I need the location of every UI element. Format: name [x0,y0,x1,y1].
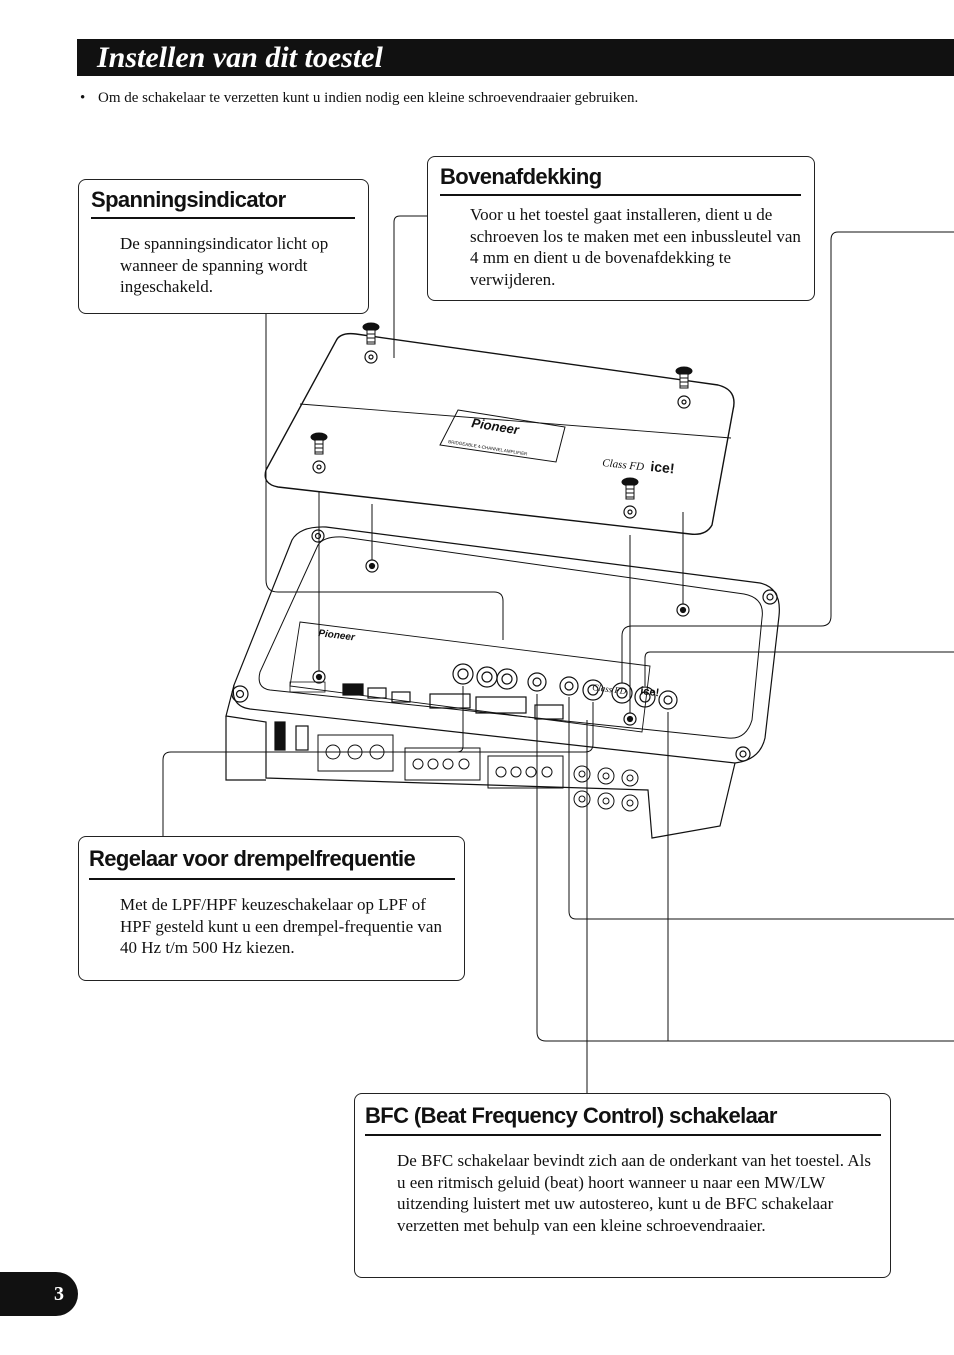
page-number: 3 [54,1283,64,1305]
top-cover-text: Voor u het toestel gaat installeren, die… [470,205,801,289]
title-divider [91,217,355,219]
amplifier-body: Pioneer Class FD ice! [225,526,780,839]
top-cover: Pioneer BRIDGEABLE 4-CHANNEL AMPLIFIER C… [264,332,735,535]
bfc-switch-text: De BFC schakelaar bevindt zich aan de on… [397,1151,871,1235]
page-number-tab: 3 [0,1272,78,1316]
title-divider [440,194,801,196]
cover-class-label: Class FD [602,457,645,473]
power-indicator-text: De spanningsindicator licht op wanneer d… [120,234,329,296]
page-title: Instellen van dit toestel [97,41,383,74]
cutoff-control-title: Regelaar voor drempelfrequentie [89,846,416,871]
cover-screws [310,322,693,500]
panel-ice-logo: ice! [640,685,660,699]
power-indicator-title: Spanningsindicator [91,187,286,212]
panel-class-label: Class FD [592,682,628,696]
top-cover-title: Bovenafdekking [440,164,602,189]
callout-power-indicator: Spanningsindicator De spanningsindicator… [78,179,369,314]
cutoff-control-text: Met de LPF/HPF keuzeschakelaar op LPF of… [120,895,442,957]
title-divider [89,878,455,880]
callout-cutoff-control: Regelaar voor drempelfrequentie Met de L… [78,836,465,981]
leader-lines [162,215,954,1093]
bfc-switch-title: BFC (Beat Frequency Control) schakelaar [365,1103,777,1128]
section-header: Instellen van dit toestel [77,39,954,76]
title-divider [365,1134,881,1136]
cover-ice-logo: ice! [650,458,676,476]
callout-bfc-switch: BFC (Beat Frequency Control) schakelaar … [354,1093,891,1278]
instruction-note: • Om de schakelaar te verzetten kunt u in… [80,90,638,107]
screw-drop-lines [318,492,684,713]
panel-brand-logo: Pioneer [318,628,357,644]
bullet-glyph: • [80,90,86,106]
note-text: Om de schakelaar te verzetten kunt u ind… [98,90,639,106]
callout-top-cover: Bovenafdekking Voor u het toestel gaat i… [427,156,815,301]
